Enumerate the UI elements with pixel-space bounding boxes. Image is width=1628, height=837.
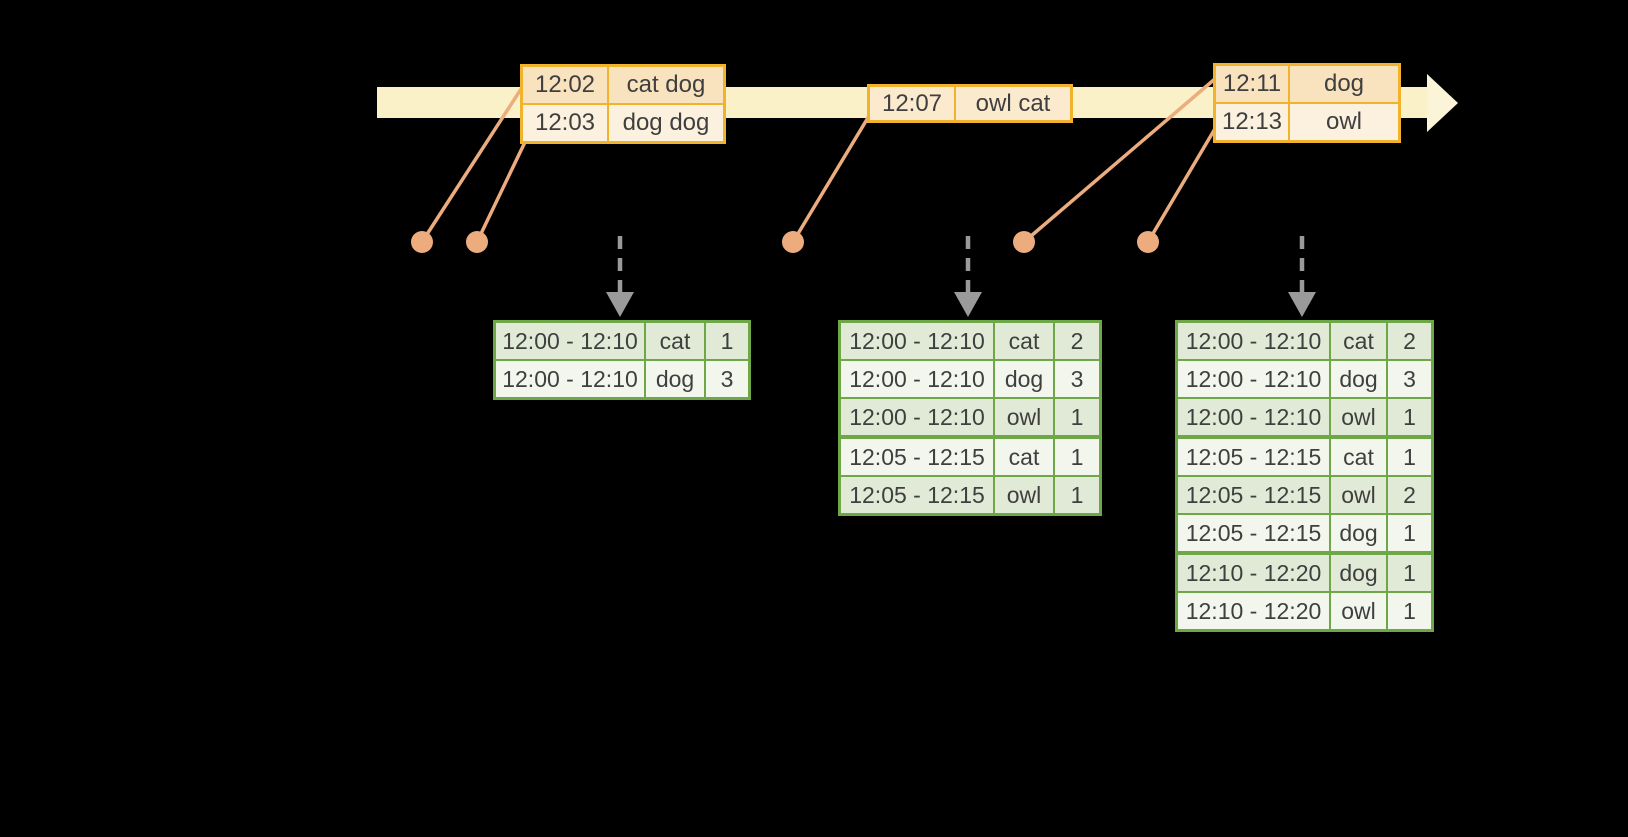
table-row: 12:05 - 12:15 cat 1 (1178, 439, 1431, 475)
window-cell: 12:05 - 12:15 (841, 477, 993, 513)
word-cell: dog (1331, 555, 1386, 591)
count-cell: 1 (1388, 593, 1431, 629)
event-table-1: 12:02 cat dog 12:03 dog dog (520, 64, 726, 144)
word-cell: owl (1331, 593, 1386, 629)
word-cell: cat (1331, 439, 1386, 475)
window-cell: 12:00 - 12:10 (496, 323, 644, 359)
count-cell: 2 (1055, 323, 1099, 359)
window-cell: 12:05 - 12:15 (1178, 439, 1329, 475)
time-cell: 12:11 (1216, 66, 1288, 102)
count-cell: 1 (1055, 477, 1099, 513)
table-row: 12:00 - 12:10 cat 1 (496, 323, 748, 359)
count-cell: 2 (1388, 477, 1431, 513)
connector-line (420, 85, 525, 243)
window-cell: 12:00 - 12:10 (841, 399, 993, 435)
event-dots (411, 231, 1159, 253)
time-cell: 12:02 (523, 67, 607, 103)
word-cell: owl (995, 399, 1053, 435)
result-table-1: 12:00 - 12:10 cat 1 12:00 - 12:10 dog 3 (493, 320, 751, 400)
event-table-3: 12:11 dog 12:13 owl (1213, 63, 1401, 143)
table-row: 12:05 - 12:15 owl 1 (841, 477, 1099, 513)
result-table-3: 12:00 - 12:10 cat 2 12:00 - 12:10 dog 3 … (1175, 320, 1434, 632)
count-cell: 1 (1055, 399, 1099, 435)
table-row: 12:10 - 12:20 dog 1 (1178, 555, 1431, 591)
table-row: 12:00 - 12:10 owl 1 (1178, 399, 1431, 435)
count-cell: 1 (1388, 515, 1431, 551)
word-cell: dog (1331, 515, 1386, 551)
window-cell: 12:05 - 12:15 (1178, 515, 1329, 551)
word-cell: cat (995, 439, 1053, 475)
word-cell: owl (995, 477, 1053, 513)
event-table-2: 12:07 owl cat (867, 84, 1073, 123)
words-cell: owl (1290, 104, 1398, 140)
count-cell: 3 (1388, 361, 1431, 397)
table-row: 12:05 - 12:15 cat 1 (841, 439, 1099, 475)
table-row: 12:05 - 12:15 dog 1 (1178, 515, 1431, 551)
connector-line (791, 115, 871, 243)
words-cell: owl cat (956, 87, 1070, 120)
count-cell: 1 (1388, 555, 1431, 591)
window-cell: 12:05 - 12:15 (1178, 477, 1329, 513)
word-cell: owl (1331, 399, 1386, 435)
window-cell: 12:05 - 12:15 (841, 439, 993, 475)
count-cell: 1 (1388, 439, 1431, 475)
connector-lines (420, 76, 1218, 244)
words-cell: dog dog (609, 105, 723, 141)
count-cell: 3 (706, 361, 748, 397)
word-cell: cat (995, 323, 1053, 359)
event-dot (782, 231, 804, 253)
words-cell: dog (1290, 66, 1398, 102)
window-cell: 12:00 - 12:10 (496, 361, 644, 397)
window-cell: 12:10 - 12:20 (1178, 555, 1329, 591)
window-cell: 12:00 - 12:10 (841, 323, 993, 359)
window-cell: 12:00 - 12:10 (841, 361, 993, 397)
result-table-2: 12:00 - 12:10 cat 2 12:00 - 12:10 dog 3 … (838, 320, 1102, 516)
window-cell: 12:00 - 12:10 (1178, 323, 1329, 359)
connector-line (1022, 76, 1218, 244)
table-row: 12:00 - 12:10 dog 3 (841, 361, 1099, 397)
count-cell: 2 (1388, 323, 1431, 359)
event-dot (1013, 231, 1035, 253)
time-cell: 12:07 (870, 87, 954, 120)
connector-line (475, 139, 528, 243)
event-dot (466, 231, 488, 253)
table-row: 12:00 - 12:10 cat 2 (1178, 323, 1431, 359)
count-cell: 3 (1055, 361, 1099, 397)
word-cell: owl (1331, 477, 1386, 513)
table-row: 12:05 - 12:15 owl 2 (1178, 477, 1431, 513)
trigger-arrows (606, 236, 1316, 317)
words-cell: cat dog (609, 67, 723, 103)
word-cell: cat (646, 323, 704, 359)
table-row: 12:00 - 12:10 owl 1 (841, 399, 1099, 435)
window-cell: 12:00 - 12:10 (1178, 399, 1329, 435)
time-cell: 12:03 (523, 105, 607, 141)
word-cell: cat (1331, 323, 1386, 359)
connector-line (1146, 126, 1218, 243)
trigger-arrowhead-icon (606, 292, 634, 317)
word-cell: dog (646, 361, 704, 397)
table-row: 12:00 - 12:10 dog 3 (1178, 361, 1431, 397)
trigger-arrowhead-icon (954, 292, 982, 317)
word-cell: dog (995, 361, 1053, 397)
time-cell: 12:13 (1216, 104, 1288, 140)
trigger-arrowhead-icon (1288, 292, 1316, 317)
count-cell: 1 (1055, 439, 1099, 475)
table-row: 12:10 - 12:20 owl 1 (1178, 593, 1431, 629)
word-cell: dog (1331, 361, 1386, 397)
event-dot (411, 231, 433, 253)
window-cell: 12:10 - 12:20 (1178, 593, 1329, 629)
count-cell: 1 (706, 323, 748, 359)
count-cell: 1 (1388, 399, 1431, 435)
event-dot (1137, 231, 1159, 253)
table-row: 12:00 - 12:10 dog 3 (496, 361, 748, 397)
timeline-arrowhead-icon (1427, 74, 1458, 132)
window-cell: 12:00 - 12:10 (1178, 361, 1329, 397)
table-row: 12:00 - 12:10 cat 2 (841, 323, 1099, 359)
